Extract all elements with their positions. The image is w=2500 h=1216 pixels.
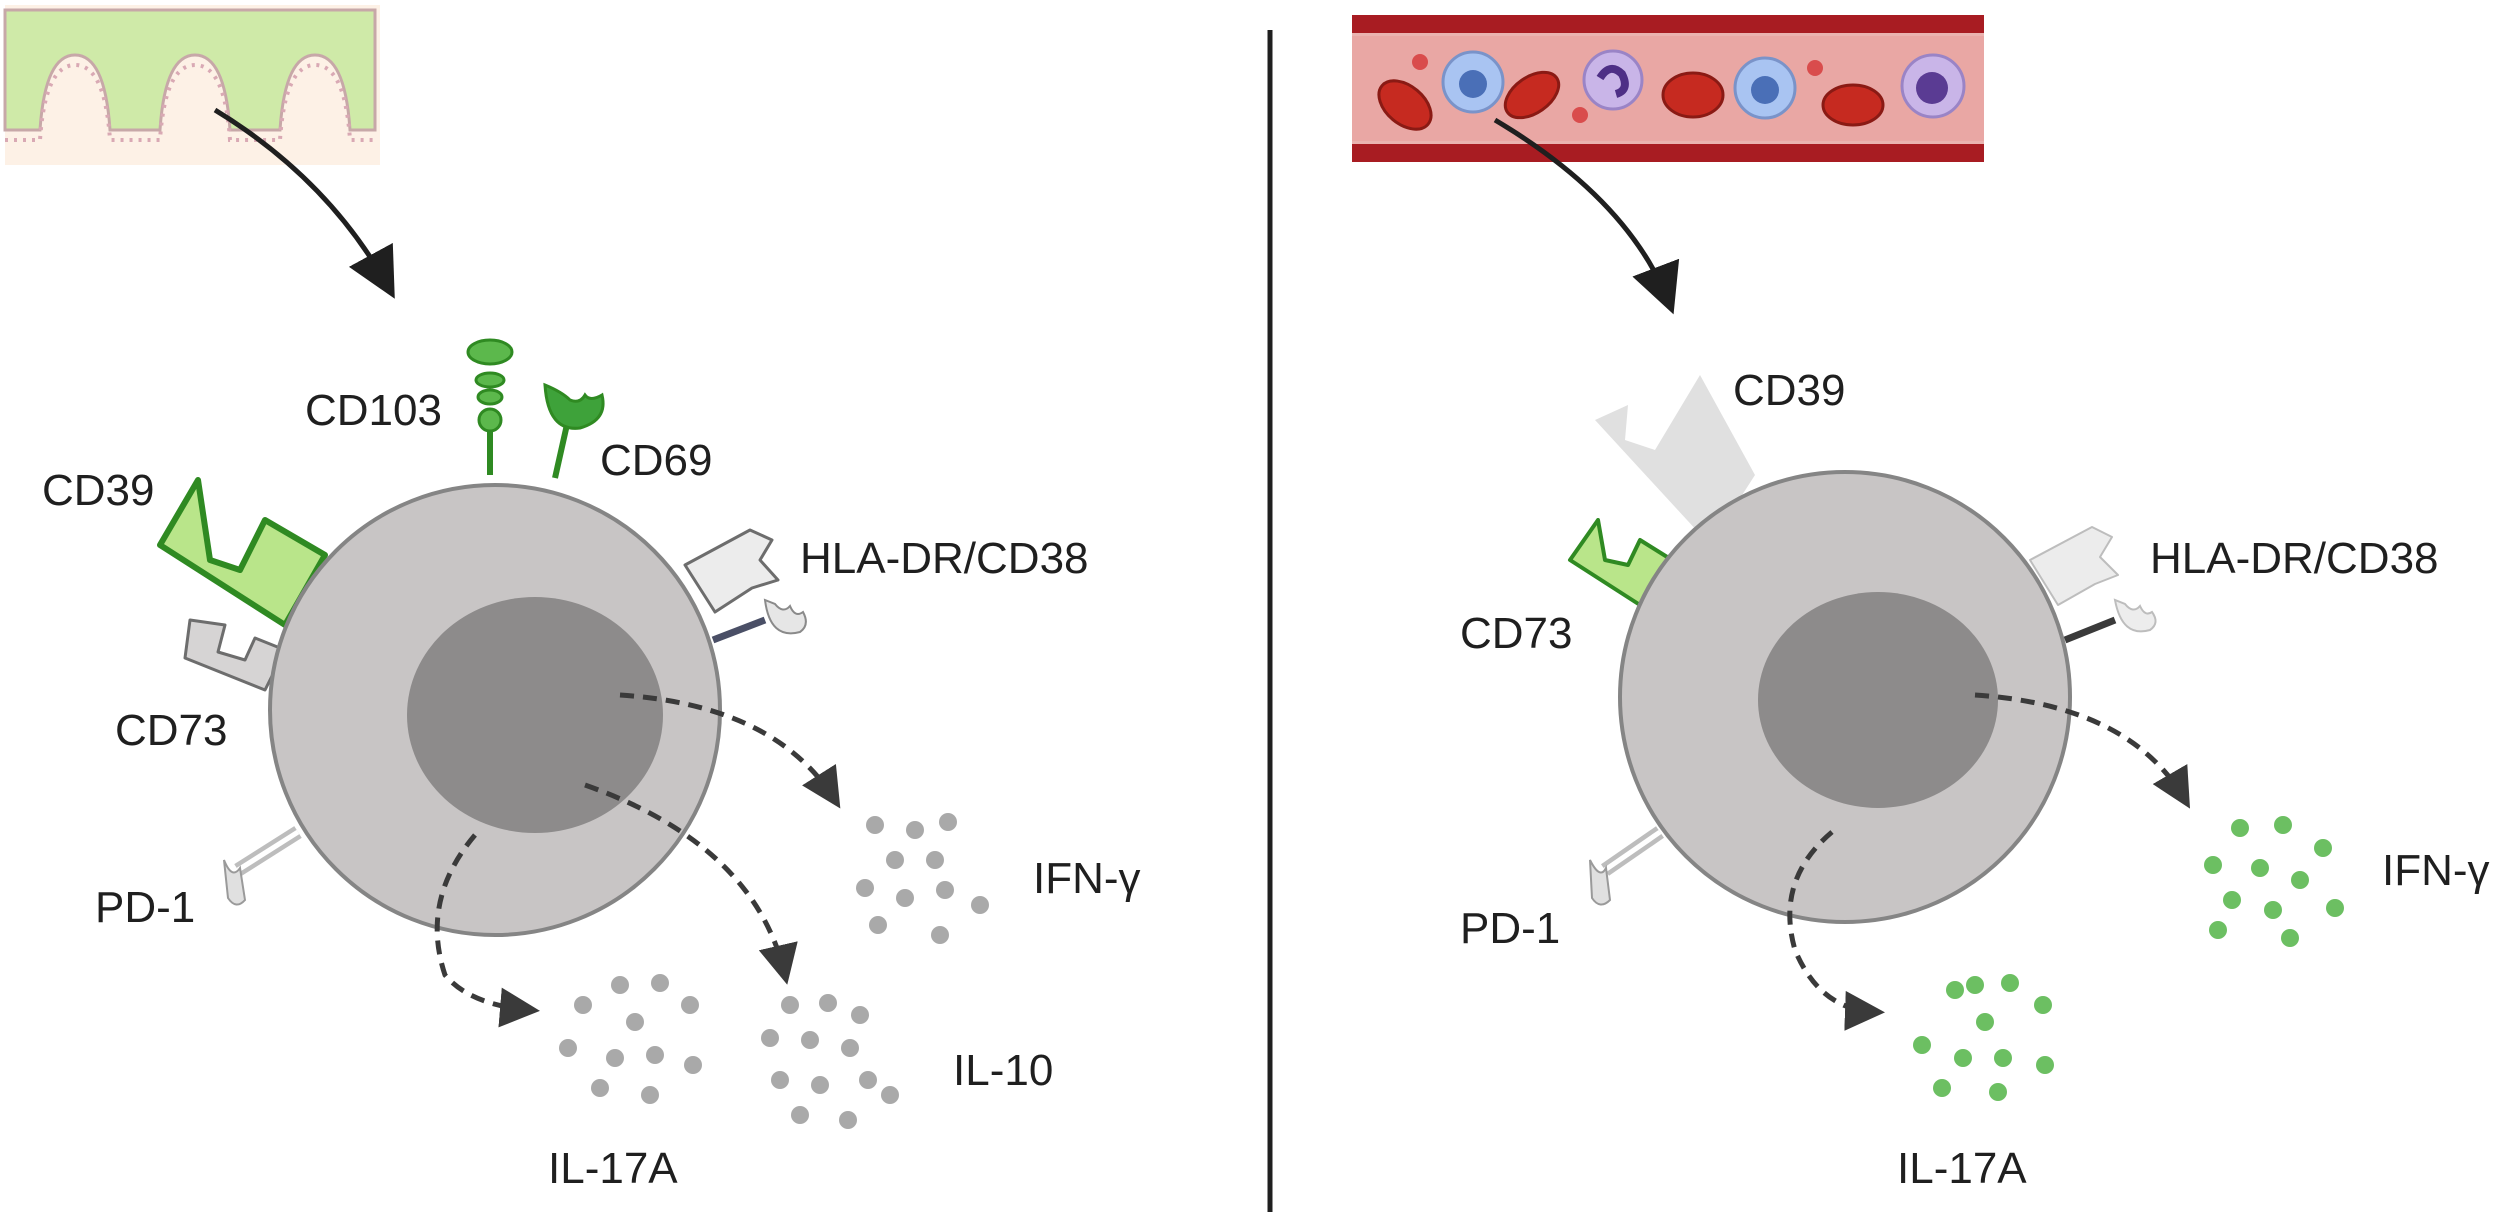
il17a-secretion-arrow <box>434 833 540 1028</box>
hla-dr-cd38-receptor-icon <box>683 528 807 644</box>
cd103-label: CD103 <box>305 386 442 435</box>
cd73-label: CD73 <box>1460 609 1573 658</box>
right-panel: CD39 CD73 HLA-DR/CD38 PD-1 IFN-γ IL-17A <box>1352 15 2490 1193</box>
ifng-cytokines-icon <box>2204 816 2344 947</box>
il17a-cytokines-icon <box>1913 974 2054 1101</box>
il17a-label: IL-17A <box>548 1144 678 1193</box>
tissue-origin-arrow <box>213 107 395 299</box>
pd1-label: PD-1 <box>95 883 195 932</box>
intestinal-villi-icon <box>3 5 380 165</box>
pd1-receptor-icon <box>223 826 302 906</box>
ifng-secretion-arrow <box>619 692 841 809</box>
ifng-label: IFN-γ <box>2382 846 2490 895</box>
pd1-receptor-icon <box>1589 826 1664 906</box>
cd69-label: CD69 <box>600 436 713 485</box>
il17a-label: IL-17A <box>1897 1144 2027 1193</box>
ifng-secretion-arrow <box>1974 692 2191 809</box>
left-panel: CD103 CD69 CD39 HLA-DR/CD38 CD73 PD-1 IF… <box>3 5 1141 1193</box>
cd103-receptor-icon <box>466 338 514 475</box>
hla-dr-cd38-label: HLA-DR/CD38 <box>2150 534 2439 583</box>
nucleus-icon <box>407 597 663 833</box>
il17a-cytokines-icon <box>559 974 702 1104</box>
il10-cytokines-icon <box>761 994 899 1129</box>
hla-dr-cd38-receptor-icon <box>2029 526 2157 644</box>
ifng-cytokines-icon <box>856 813 989 944</box>
il10-label: IL-10 <box>953 1046 1053 1095</box>
cd39-label: CD39 <box>1733 366 1846 415</box>
cd39-label: CD39 <box>42 466 155 515</box>
blood-origin-arrow <box>1493 117 1680 315</box>
hla-dr-cd38-label: HLA-DR/CD38 <box>800 534 1089 583</box>
cd69-receptor-icon <box>543 382 605 479</box>
pd1-label: PD-1 <box>1460 904 1560 953</box>
nucleus-icon <box>1758 592 1998 808</box>
il10-secretion-arrow <box>584 782 798 985</box>
cd73-label: CD73 <box>115 706 228 755</box>
blood-vessel-icon <box>1352 15 1984 162</box>
cd39-receptor-icon <box>1595 375 1755 545</box>
cd73-receptor-icon <box>183 618 287 692</box>
ifng-label: IFN-γ <box>1033 854 1141 903</box>
